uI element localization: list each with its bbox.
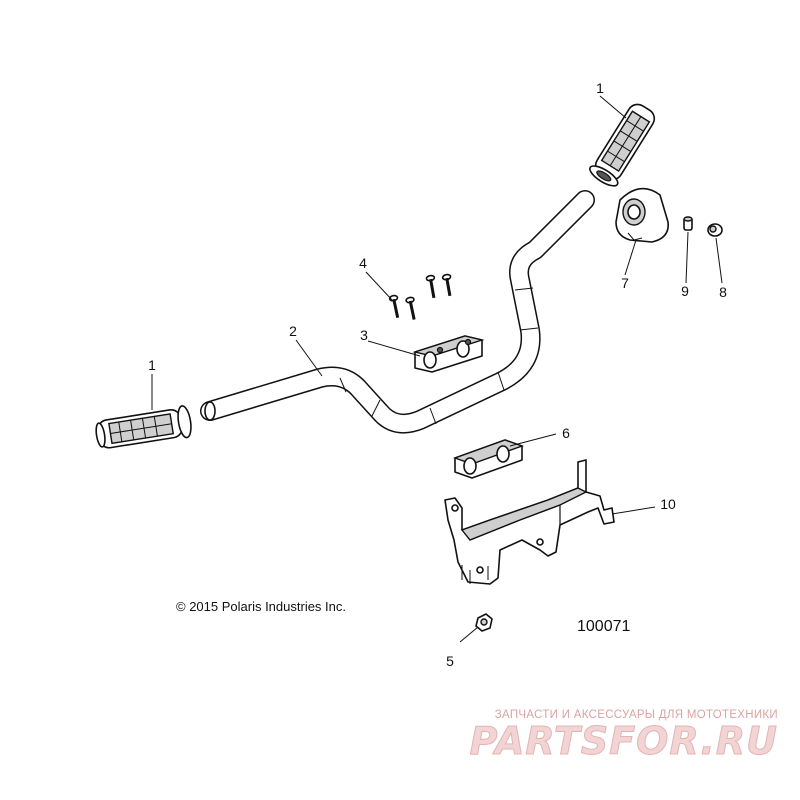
clamp-bolts [388,273,452,320]
mount-bracket [444,459,615,585]
watermark-tagline: ЗАПЧАСТИ И АКСЕССУАРЫ ДЛЯ МОТОТЕХНИКИ [495,709,778,721]
screw [683,216,693,231]
callout-cap: 8 [719,284,727,300]
callout-switch-housing: 7 [621,275,629,291]
switch-housing [615,187,669,243]
lower-clamp [452,439,525,479]
right-grip [589,103,656,187]
leader-lines [151,95,723,643]
copyright-text: © 2015 Polaris Industries Inc. [176,599,346,614]
upper-clamp [412,335,485,373]
watermark-brand: PARTSFOR.RU [470,719,778,763]
callout-grip-left: 1 [148,357,156,373]
callout-screw: 9 [681,283,689,299]
callout-handlebar: 2 [289,323,297,339]
callout-grip-right: 1 [596,80,604,96]
nut [475,613,493,632]
callout-clamp-bolts: 4 [359,255,367,271]
handlebar [200,190,595,434]
figure-number: 100071 [577,618,630,635]
callout-lower-clamp: 6 [562,425,570,441]
callout-upper-clamp: 3 [360,327,368,343]
watermark: ЗАПЧАСТИ И АКСЕССУАРЫ ДЛЯ МОТОТЕХНИКИ PA… [469,709,778,764]
callout-nut: 5 [446,653,454,669]
callout-mount-bracket: 10 [660,496,676,512]
cap [707,223,723,237]
left-grip [95,405,192,449]
